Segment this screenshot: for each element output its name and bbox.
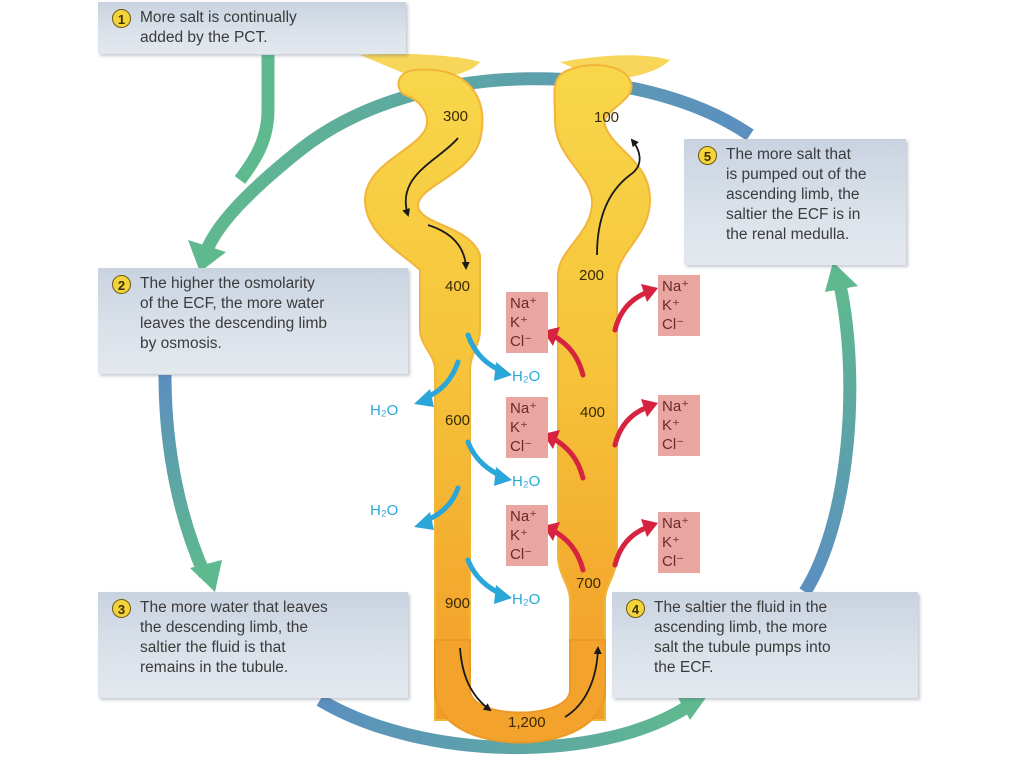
sodium-ion: Na⁺ [510,508,538,525]
sodium-ion: Na⁺ [662,515,690,532]
ion-arrow-outer-3 [612,524,651,568]
potassium-ion: K⁺ [662,417,680,434]
water-arrow-right-3-head [494,585,512,604]
water-arrow-right-1-head [494,362,512,381]
cycle-arrow-left-head [190,560,222,592]
ion-box-inner-1: Na⁺ K⁺ Cl⁻ [506,292,548,353]
flow-arrow-ascending [596,138,641,256]
water-label-right-2: H₂O [512,473,541,490]
water-label-left-1: H₂O [370,402,399,419]
sodium-ion: Na⁺ [662,398,690,415]
cycle-arrow-bottom-head [675,692,710,720]
ion-arrow-outer-2-head [641,399,658,417]
ion-arrows [543,284,658,573]
ion-arrow-outer-1 [612,289,651,333]
osmolarity-descending-300: 300 [443,108,468,125]
cycle-arrows [158,55,858,755]
chloride-ion: Cl⁻ [510,546,533,563]
chloride-ion: Cl⁻ [510,438,533,455]
osmolarity-ascending-200: 200 [579,267,604,284]
step-number-badge: 4 [626,599,645,618]
chloride-ion: Cl⁻ [510,333,533,350]
flow-arrow-descending-2 [427,224,470,270]
water-arrow-right-2-head [494,467,512,486]
step-box-2: 2 The higher the osmolarity of the ECF, … [98,268,408,374]
water-arrows [414,332,512,604]
ion-arrow-outer-2 [612,404,651,448]
osmolarity-descending-900: 900 [445,595,470,612]
potassium-ion: K⁺ [662,534,680,551]
chloride-ion: Cl⁻ [662,553,685,570]
step-box-3: 3 The more water that leaves the descend… [98,592,408,698]
water-arrow-left-1-head [414,389,434,407]
step-text: The more water that leaves the descendin… [140,599,328,676]
osmolarity-descending-600: 600 [445,412,470,429]
step-text: The saltier the fluid in the ascending l… [654,599,831,676]
water-label-right-1: H₂O [512,368,541,385]
ion-arrow-outer-3-head [641,519,658,537]
ion-box-inner-3: Na⁺ K⁺ Cl⁻ [506,505,548,566]
potassium-ion: K⁺ [662,297,680,314]
step-text: More salt is continually added by the PC… [140,9,297,46]
water-label-left-2: H₂O [370,502,399,519]
step-number-badge: 2 [112,275,131,294]
chloride-ion: Cl⁻ [662,436,685,453]
water-label-right-3: H₂O [512,591,541,608]
chloride-ion: Cl⁻ [662,316,685,333]
water-arrow-left-2-head [414,512,434,530]
ion-box-outer-1: Na⁺ K⁺ Cl⁻ [658,275,700,336]
step-number-badge: 5 [698,146,717,165]
osmolarity-ascending-400: 400 [580,404,605,421]
ion-arrow-outer-1-head [641,284,658,302]
step-box-5: 5 The more salt that is pumped out of th… [684,139,906,265]
sodium-ion: Na⁺ [510,400,538,417]
cycle-arrow-bottom [316,694,694,755]
cycle-arrow-right-head [825,262,858,292]
ion-box-outer-2: Na⁺ K⁺ Cl⁻ [658,395,700,456]
potassium-ion: K⁺ [510,314,528,331]
step-box-1: 1 More salt is continually added by the … [98,2,406,54]
step-number-badge: 1 [112,9,131,28]
potassium-ion: K⁺ [510,419,528,436]
potassium-ion: K⁺ [510,527,528,544]
osmolarity-bottom-1200: 1,200 [508,714,546,731]
cycle-arrow-right [799,283,857,596]
pct-input-arrow [234,55,275,184]
ion-box-outer-3: Na⁺ K⁺ Cl⁻ [658,512,700,573]
cycle-arrow-top [198,72,754,258]
sodium-ion: Na⁺ [510,295,538,312]
step-text: The higher the osmolarity of the ECF, th… [140,275,327,352]
osmolarity-descending-400: 400 [445,278,470,295]
sodium-ion: Na⁺ [662,278,690,295]
osmolarity-ascending-700: 700 [576,575,601,592]
step-number-badge: 3 [112,599,131,618]
cycle-arrow-top-head [188,240,226,272]
step-box-4: 4 The saltier the fluid in the ascending… [612,592,918,698]
flow-arrow-bend-up [564,646,602,718]
step-text: The more salt that is pumped out of the … [726,146,867,243]
flow-arrow-descending-1 [402,137,459,217]
ion-box-inner-2: Na⁺ K⁺ Cl⁻ [506,397,548,458]
osmolarity-labels: 300 400 600 900 1,200 700 400 200 100 [443,108,619,731]
flow-arrow-bend-down [459,647,492,712]
osmolarity-ascending-100: 100 [594,109,619,126]
descending-limb [363,68,484,721]
cycle-arrow-left [158,374,211,578]
